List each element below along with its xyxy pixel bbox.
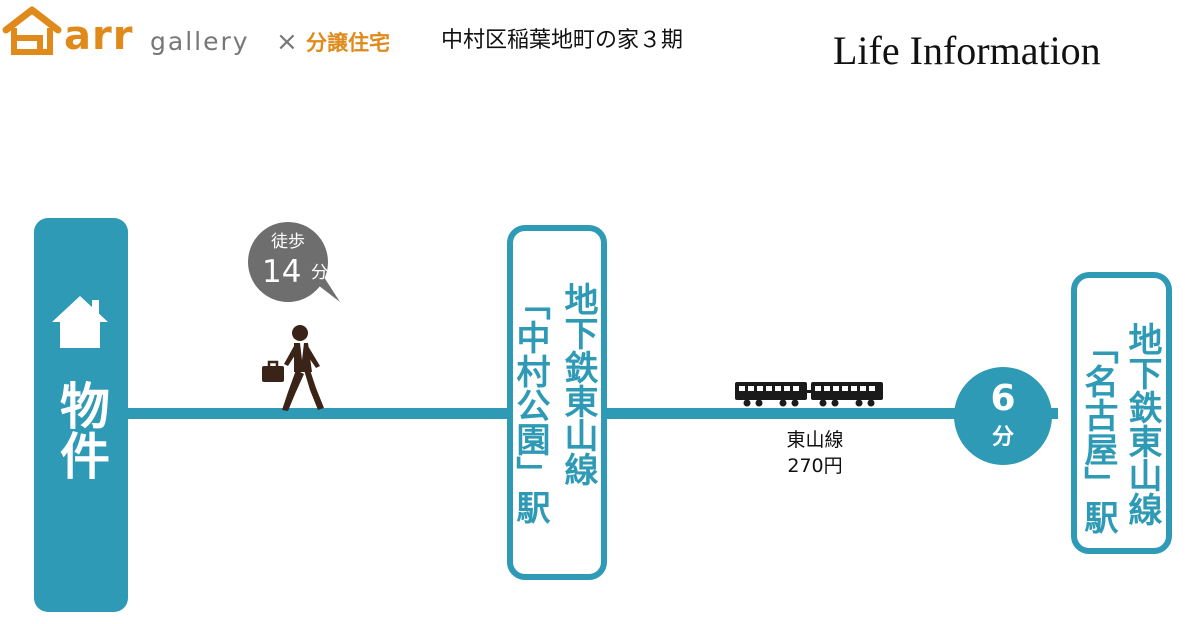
home-icon <box>52 296 108 348</box>
walking-person-icon <box>262 325 324 411</box>
brand-house-logo-icon <box>2 6 62 55</box>
train-fare: 270円 <box>787 455 843 477</box>
brand-subtitle: 分譲住宅 <box>306 31 390 55</box>
ride-minutes: 6 <box>990 378 1016 419</box>
train-icon <box>735 382 883 407</box>
station-box-nagoya <box>1071 272 1172 554</box>
brand-cross: × <box>276 27 298 57</box>
project-title: 中村区稲葉地町の家３期 <box>441 28 684 53</box>
station2-station-name: 「名古屋」駅 <box>1078 330 1118 534</box>
station1-station-name: 「中村公園」駅 <box>510 286 550 524</box>
property-box <box>34 218 128 612</box>
train-line-name: 東山線 <box>786 429 844 451</box>
ride-time-circle <box>954 367 1052 465</box>
brand-name: arr <box>64 13 134 59</box>
brand-gallery: gallery <box>150 27 250 56</box>
property-label: 物件 <box>52 380 110 480</box>
station1-line-name: 地下鉄東山線 <box>558 282 598 486</box>
page-title: Life Information <box>833 28 1101 73</box>
ride-minutes-unit: 分 <box>991 425 1014 450</box>
walk-time-bubble <box>248 222 340 302</box>
walk-minutes-unit: 分 <box>311 263 328 283</box>
walk-mode-label: 徒歩 <box>271 232 305 252</box>
station2-line-name: 地下鉄東山線 <box>1122 322 1162 526</box>
walk-minutes: 14 <box>262 254 302 290</box>
station-box-nakamura-koen <box>507 225 607 580</box>
